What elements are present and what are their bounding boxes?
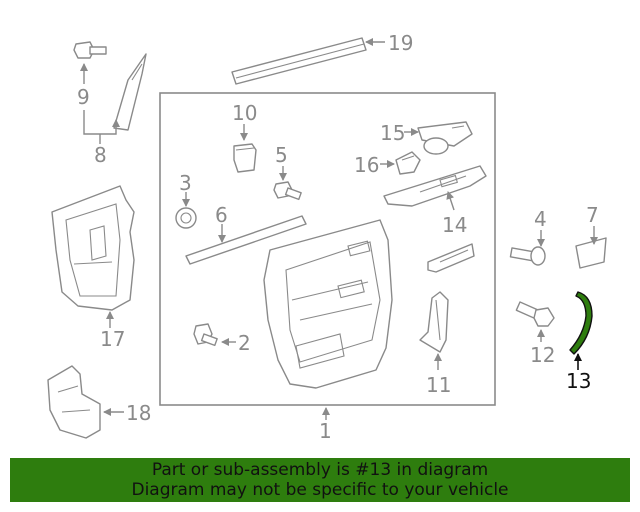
callout-1: 1: [319, 419, 332, 443]
callout-7: 7: [586, 203, 599, 227]
part-9-bolt[interactable]: [73, 41, 107, 59]
part-12-bolt[interactable]: [515, 301, 555, 327]
parts-diagram: 19 9 8 17 18 10 5: [47, 31, 607, 443]
part-4-screw[interactable]: [509, 246, 546, 266]
callout-12: 12: [530, 343, 555, 367]
part-2-bolt[interactable]: [193, 323, 218, 347]
callout-6: 6: [215, 203, 228, 227]
part-applique[interactable]: [113, 53, 147, 131]
part-7-pad[interactable]: [575, 237, 607, 269]
callout-17: 17: [100, 327, 125, 351]
part-16-switch[interactable]: [395, 151, 421, 175]
part-14-armrest[interactable]: [383, 165, 487, 207]
callout-8: 8: [94, 143, 107, 167]
part-11-pull-handle[interactable]: [419, 291, 449, 353]
part-13-weatherstrip[interactable]: [569, 291, 593, 355]
callout-9: 9: [77, 85, 90, 109]
part-17-insulator[interactable]: [51, 185, 135, 311]
callout-11: 11: [426, 373, 451, 397]
assembly-frame: [159, 92, 496, 406]
part-10-clip[interactable]: [233, 143, 257, 173]
part-5-screw[interactable]: [273, 181, 302, 201]
part-15-switch[interactable]: [417, 121, 473, 155]
part-18-bracket[interactable]: [47, 365, 101, 439]
callout-19: 19: [388, 31, 413, 55]
notice-line-1: Part or sub-assembly is #13 in diagram: [151, 460, 489, 480]
callout-4: 4: [534, 207, 547, 231]
callout-16: 16: [354, 153, 379, 177]
notice-banner: Part or sub-assembly is #13 in diagram D…: [10, 458, 630, 502]
part-6-strip[interactable]: [185, 215, 307, 265]
callout-2: 2: [238, 331, 251, 355]
callout-15: 15: [380, 121, 405, 145]
notice-line-2: Diagram may not be specific to your vehi…: [131, 480, 509, 500]
part-3-plug[interactable]: [175, 207, 197, 229]
part-19-belt-molding[interactable]: [231, 37, 367, 85]
callout-18: 18: [126, 401, 151, 425]
callout-5: 5: [275, 143, 288, 167]
callout-14: 14: [442, 213, 467, 237]
callout-3: 3: [179, 171, 192, 195]
callout-13: 13: [566, 369, 591, 393]
part-pull-cup[interactable]: [427, 243, 475, 273]
part-1-door-trim-panel[interactable]: [263, 219, 393, 389]
callout-10: 10: [232, 101, 257, 125]
